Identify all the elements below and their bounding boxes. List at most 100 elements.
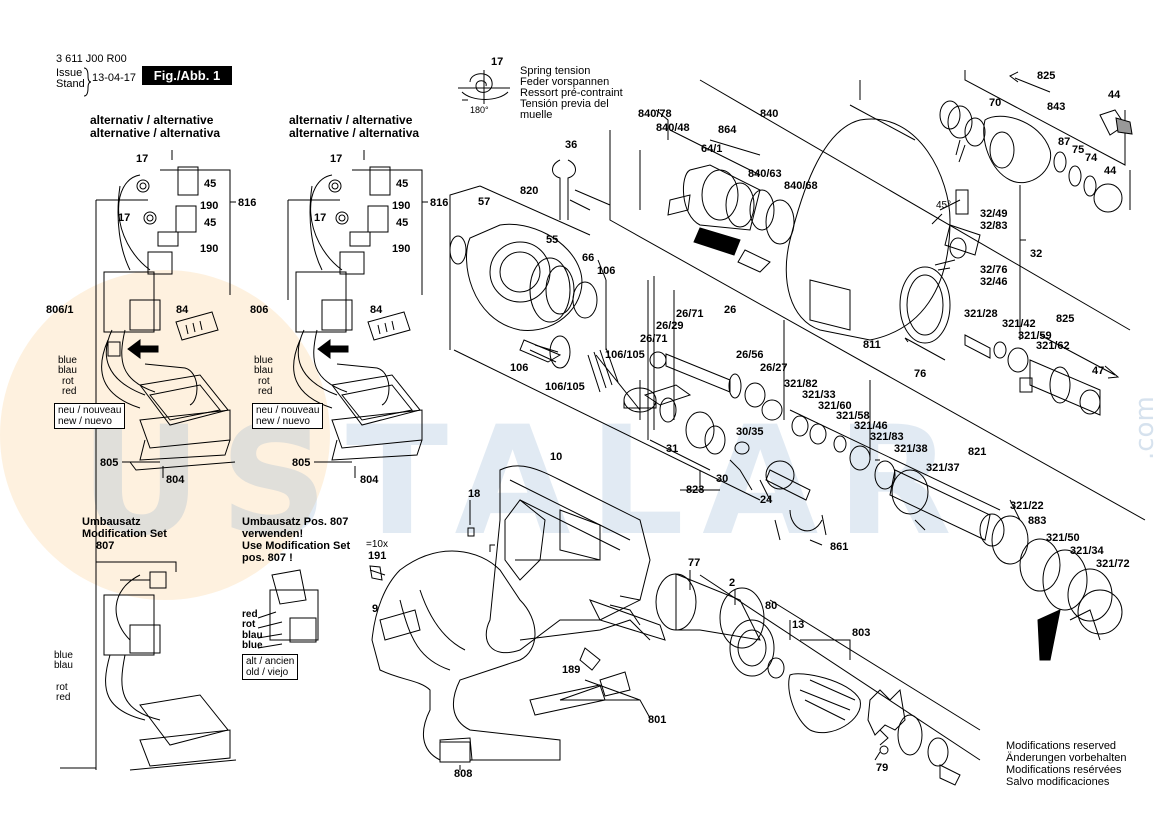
panel2-part-17b: 17 — [314, 212, 327, 224]
part-321-42: 321/42 — [1002, 318, 1036, 330]
part-2: 2 — [729, 577, 736, 589]
part-321-83: 321/83 — [870, 431, 904, 443]
panel2-new-label: neu / nouveau new / nuevo — [252, 403, 324, 429]
part-36: 36 — [565, 139, 578, 151]
spring-part-number: 17 — [491, 56, 504, 68]
panel2-part-190b: 190 — [392, 243, 411, 255]
panel2-part-84: 84 — [370, 304, 383, 316]
modset-title-1: Umbausatz — [82, 516, 141, 528]
part-803: 803 — [852, 627, 871, 639]
part-106b: 106 — [510, 362, 529, 374]
part-75: 75 — [1072, 144, 1085, 156]
part-321-37: 321/37 — [926, 462, 960, 474]
panel2-part-45a: 45 — [396, 178, 409, 190]
part-26: 26 — [724, 304, 737, 316]
modset-title-2: Modification Set — [82, 528, 167, 540]
part-321-72: 321/72 — [1096, 558, 1130, 570]
part-30: 30 — [716, 473, 729, 485]
panel2-wire-blue: blue — [254, 355, 273, 366]
spring-note-line-1: Spring tension — [520, 65, 591, 77]
modset2-line-2: verwenden! — [242, 528, 304, 540]
part-801: 801 — [648, 714, 667, 726]
part-26-29: 26/29 — [656, 320, 684, 332]
panel2-part-45b: 45 — [396, 217, 409, 229]
part-10x-note: =10x — [366, 539, 388, 550]
part-64-1: 64/1 — [701, 143, 723, 155]
part-32-49: 32/49 — [980, 208, 1008, 220]
part-823: 823 — [686, 484, 705, 496]
watermark-text: USTALAR — [80, 395, 970, 569]
panel2-part-190a: 190 — [392, 200, 411, 212]
panel1-part-804: 804 — [166, 474, 185, 486]
part-191: 191 — [368, 550, 387, 562]
panel2-alt-title-2: alternative / alternativa — [289, 126, 420, 140]
part-47: 47 — [1092, 365, 1105, 377]
part-825b: 825 — [1056, 313, 1075, 325]
spring-angle: 180° — [470, 105, 489, 115]
footer-note-line-1: Modifications reserved — [1006, 740, 1117, 752]
panel2-part-816: 816 — [430, 197, 449, 209]
part-79: 79 — [876, 762, 889, 774]
spring-note-line-5: muelle — [520, 109, 553, 121]
part-57: 57 — [478, 196, 491, 208]
part-76: 76 — [914, 368, 927, 380]
panel1-wire-red: red — [62, 386, 77, 397]
panel1-part-190a: 190 — [200, 200, 219, 212]
part-106-105b: 106/105 — [545, 381, 585, 393]
modset-wire-rot: rot — [56, 682, 68, 693]
panel1-part-190b: 190 — [200, 243, 219, 255]
panel1-wire-blau: blau — [58, 365, 77, 376]
part-321-59: 321/59 — [1018, 330, 1052, 342]
modset-wire-blue: blue — [54, 650, 73, 661]
part-24: 24 — [760, 494, 773, 506]
part-106: 106 — [597, 265, 616, 277]
modset2-wire-blue: blue — [242, 640, 263, 651]
panel1-alt-title-2: alternative / alternativa — [90, 126, 221, 140]
panel1-alt-title-1: alternativ / alternative — [90, 113, 214, 127]
panel2-part-806: 806 — [250, 304, 269, 316]
panel1-part-17a: 17 — [136, 153, 149, 165]
panel1-new-label: neu / nouveau new / nuevo — [54, 403, 126, 429]
chuck-drawing — [964, 334, 1120, 416]
part-44b: 44 — [1104, 165, 1117, 177]
part-189: 189 — [562, 664, 581, 676]
modset-part-807: 807 — [96, 540, 115, 552]
part-840-63: 840/63 — [748, 168, 782, 180]
panel1-wire-blue: blue — [58, 355, 77, 366]
panel2-wire-blau: blau — [254, 365, 273, 376]
part-843: 843 — [1047, 101, 1066, 113]
part-44a: 44 — [1108, 89, 1121, 101]
panel1-part-45a: 45 — [204, 178, 217, 190]
part-18: 18 — [468, 488, 481, 500]
panel2-alt-title-1: alternativ / alternative — [289, 113, 413, 127]
part-74: 74 — [1085, 152, 1098, 164]
part-321-62: 321/62 — [1036, 340, 1070, 352]
part-820: 820 — [520, 185, 539, 197]
shaft-drawing — [623, 276, 785, 471]
modset-drawing — [96, 561, 319, 771]
part-31: 31 — [666, 443, 679, 455]
issue-date: 13-04-17 — [92, 72, 137, 84]
modset2-wire-blau: blau — [242, 630, 263, 641]
lever-drawing — [931, 185, 1026, 340]
panel1-part-17b: 17 — [118, 212, 131, 224]
panel1-part-806-1: 806/1 — [46, 304, 74, 316]
housing-drawing — [467, 465, 666, 654]
part-77: 77 — [688, 557, 701, 569]
part-864: 864 — [718, 124, 737, 136]
spring-note-line-4: Tensión previa del — [520, 98, 609, 110]
part-26-56: 26/56 — [736, 349, 764, 361]
toolholder-drawing — [939, 70, 1133, 213]
part-811: 811 — [863, 339, 881, 351]
part-808: 808 — [454, 768, 473, 780]
part-825a: 825 — [1037, 70, 1056, 82]
part-321-38: 321/38 — [894, 443, 928, 455]
part-32: 32 — [1030, 248, 1043, 260]
footer-note-line-2: Änderungen vorbehalten — [1006, 752, 1127, 764]
watermark-circle — [0, 270, 330, 600]
spring-note-line-2: Feder vorspannen — [520, 76, 610, 88]
panel2-wire-red: red — [258, 386, 273, 397]
issue-label: Issue — [56, 67, 83, 79]
part-26-71a: 26/71 — [676, 308, 704, 320]
figure-label: Fig./Abb. 1 — [142, 66, 232, 85]
